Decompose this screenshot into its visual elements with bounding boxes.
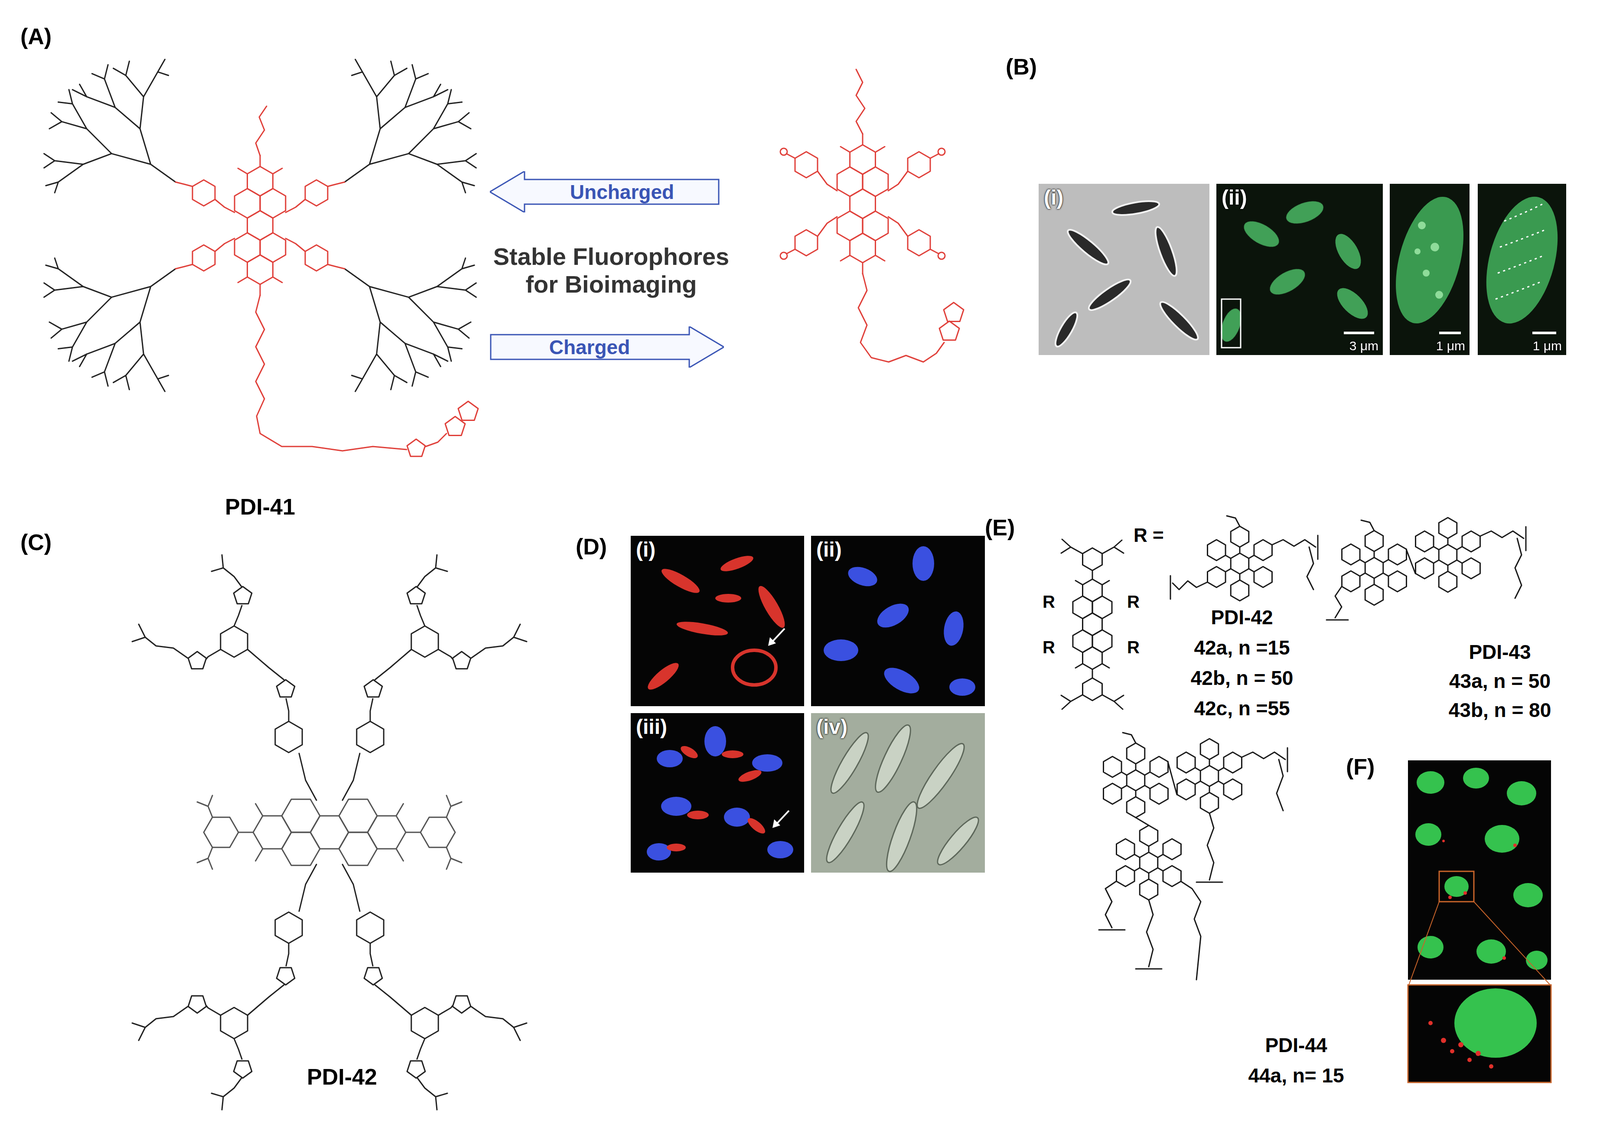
arrow-shape: [489, 171, 719, 213]
compound-name: PDI-41: [224, 494, 296, 521]
series-label: 42a, n =15: [1193, 636, 1290, 660]
panel-letter: (E): [984, 514, 1015, 541]
compound-name: PDI-42: [1210, 606, 1273, 629]
panel-numeral: (iv): [816, 714, 848, 739]
arrow-box: Charged: [489, 326, 724, 368]
compound-name: PDI-44: [1264, 1033, 1327, 1057]
substituent-label: R: [1042, 637, 1056, 658]
panel-numeral: (i): [1043, 185, 1064, 210]
scale-bar-label: 1 μm: [1436, 338, 1466, 354]
panel-b-micrographs: [1038, 183, 1571, 356]
pdi42-structure: [132, 554, 527, 1110]
micrograph-panel: (iv): [811, 713, 985, 873]
pdi41-structure: [44, 59, 479, 457]
panel-letter: (C): [20, 529, 52, 556]
micrograph-panel: (ii) 3 μm: [1216, 183, 1383, 356]
series-label: 44a, n= 15: [1248, 1064, 1344, 1088]
micrograph-panel: (i): [630, 535, 805, 707]
substituent-label: R: [1127, 591, 1140, 612]
series-label: 42b, n = 50: [1190, 666, 1294, 690]
charged-pdi-structure: [780, 69, 964, 362]
series-label: 43a, n = 50: [1449, 669, 1551, 693]
compound-name: PDI-42: [306, 1064, 378, 1091]
panel-letter: (B): [1005, 54, 1037, 81]
arrow-label: Uncharged: [570, 180, 675, 204]
scale-bar-label: 3 μm: [1349, 338, 1379, 354]
arrow-label: Charged: [549, 335, 631, 359]
micrograph-panel: (iii): [630, 713, 805, 873]
series-label: 42c, n =55: [1193, 697, 1290, 721]
panel-letter: (F): [1345, 754, 1375, 781]
micrograph-panel: (ii): [811, 535, 985, 707]
panel-numeral: (i): [635, 537, 656, 562]
panel-numeral: (iii): [635, 714, 668, 739]
banner-title: Stable Fluorophores for Bioimaging: [483, 242, 740, 299]
substituent-label: R: [1127, 637, 1140, 658]
micrograph-inset: 1 μm: [1389, 183, 1470, 356]
arrow-box: Uncharged: [489, 171, 720, 213]
micrograph-panel: (i): [1038, 183, 1210, 356]
panel-letter: (D): [575, 534, 607, 561]
panel-letter: (A): [20, 23, 52, 50]
panel-f-micrographs: [1407, 760, 1552, 1083]
arrow-shape: [490, 326, 724, 368]
micrograph-inset: 1 μm: [1477, 183, 1567, 356]
panel-numeral: (ii): [1221, 185, 1248, 210]
compound-name: PDI-43: [1468, 640, 1531, 664]
panel-d-micrographs: [630, 535, 985, 875]
substituent-label: R: [1042, 591, 1056, 612]
scale-bar-label: 1 μm: [1532, 338, 1562, 354]
panel-numeral: (ii): [816, 537, 842, 562]
series-label: 43b, n = 80: [1448, 698, 1552, 722]
substituent-label: R =: [1133, 524, 1164, 547]
